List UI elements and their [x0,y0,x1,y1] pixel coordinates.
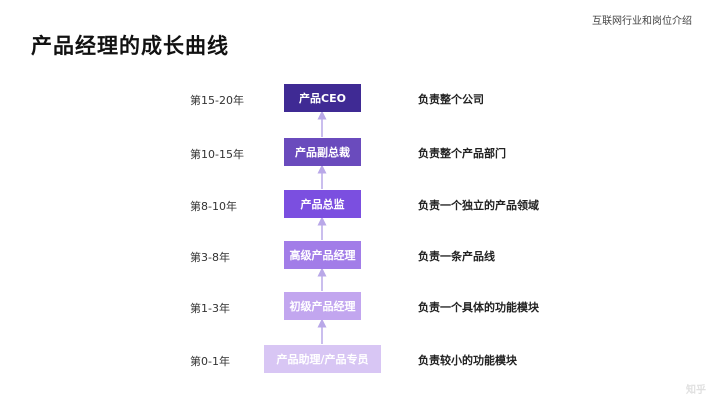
role-box: 产品副总裁 [284,138,361,166]
ladder-row: 第15-20年 产品CEO 负责整个公司 [0,84,720,114]
years-label: 第1-3年 [190,302,230,315]
responsibility-text: 负责整个产品部门 [418,147,506,160]
responsibility-text: 负责一个独立的产品领域 [418,199,539,212]
role-box: 高级产品经理 [284,241,361,269]
page-title: 产品经理的成长曲线 [31,34,229,58]
years-label: 第8-10年 [190,200,237,213]
ladder-row: 第0-1年 产品助理/产品专员 负责较小的功能模块 [0,345,720,375]
role-box: 初级产品经理 [284,292,361,320]
role-box: 产品总监 [284,190,361,218]
years-label: 第15-20年 [190,94,244,107]
responsibility-text: 负责较小的功能模块 [418,354,517,367]
years-label: 第10-15年 [190,148,244,161]
watermark: 知乎 [686,385,706,396]
responsibility-text: 负责一条产品线 [418,250,495,263]
responsibility-text: 负责整个公司 [418,93,484,106]
years-label: 第3-8年 [190,251,230,264]
ladder-row: 第8-10年 产品总监 负责一个独立的产品领域 [0,190,720,220]
responsibility-text: 负责一个具体的功能模块 [418,301,539,314]
role-box: 产品CEO [284,84,361,112]
section-tag: 互联网行业和岗位介绍 [592,16,692,27]
role-box: 产品助理/产品专员 [264,345,381,373]
ladder-row: 第10-15年 产品副总裁 负责整个产品部门 [0,138,720,168]
ladder-row: 第3-8年 高级产品经理 负责一条产品线 [0,241,720,271]
years-label: 第0-1年 [190,355,230,368]
ladder-row: 第1-3年 初级产品经理 负责一个具体的功能模块 [0,292,720,322]
